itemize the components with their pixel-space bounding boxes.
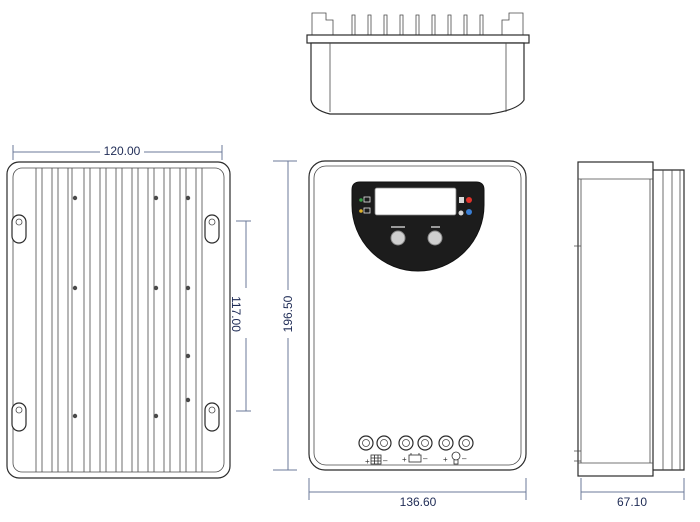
side-view-fin-lines (662, 170, 681, 470)
terminal-solar-negative[interactable] (376, 435, 392, 451)
back-view-outline (6, 161, 231, 479)
menu-button[interactable] (390, 230, 406, 246)
top-view-cover-edges (329, 43, 507, 112)
menu-button-caption (391, 226, 405, 228)
top-view-base (306, 34, 530, 44)
svg-text:+: + (402, 455, 407, 464)
side-view-vents (574, 245, 581, 462)
dim-height: 196.50 (273, 160, 297, 471)
terminal-load-negative[interactable] (458, 435, 474, 451)
back-view (6, 161, 231, 479)
status-led-blue (466, 209, 472, 215)
back-view-inner-edge (12, 167, 225, 473)
back-view-keyholes (11, 214, 220, 432)
svg-text:–: – (383, 456, 388, 465)
side-view-heatsink (653, 169, 685, 471)
lcd-display (374, 187, 457, 216)
panel-right-icons (458, 197, 464, 216)
dim-mount-spacing-label: 117.00 (229, 296, 243, 332)
lightbulb-icon: + – (443, 451, 467, 465)
svg-text:+: + (365, 457, 370, 466)
top-view (306, 12, 530, 115)
terminal-load-positive[interactable] (438, 435, 454, 451)
back-view-fins (35, 168, 203, 472)
side-view-edges (578, 178, 653, 464)
dim-height-label: 196.50 (281, 295, 295, 332)
panel-left-indicators (359, 196, 371, 214)
dim-front-width-label: 136.60 (400, 495, 437, 509)
dim-front-width: 136.60 (308, 478, 527, 509)
set-button[interactable] (427, 230, 443, 246)
side-view (574, 161, 685, 477)
side-view-outline (577, 161, 654, 477)
front-view: + – + – + – (308, 160, 527, 471)
terminal-row (358, 435, 474, 451)
dim-back-width: 120.00 (12, 143, 223, 160)
solar-panel-icon: + – (365, 454, 388, 466)
dim-mount-spacing: 117.00 (229, 220, 254, 412)
terminal-battery-positive[interactable] (398, 435, 414, 451)
status-led-red (466, 197, 472, 203)
svg-text:–: – (423, 454, 428, 463)
svg-text:–: – (462, 454, 467, 463)
terminal-battery-negative[interactable] (417, 435, 433, 451)
top-view-cover (310, 42, 525, 115)
dim-depth-label: 67.10 (617, 495, 647, 509)
front-view-inner-edge (313, 165, 522, 466)
dim-back-width-label: 120.00 (104, 144, 141, 158)
set-button-caption (431, 226, 440, 228)
dim-depth: 67.10 (580, 478, 685, 509)
battery-icon: + – (402, 453, 428, 464)
back-view-screws (72, 195, 191, 419)
svg-text:+: + (443, 455, 448, 464)
top-view-fins (311, 12, 524, 35)
terminal-solar-positive[interactable] (358, 435, 374, 451)
